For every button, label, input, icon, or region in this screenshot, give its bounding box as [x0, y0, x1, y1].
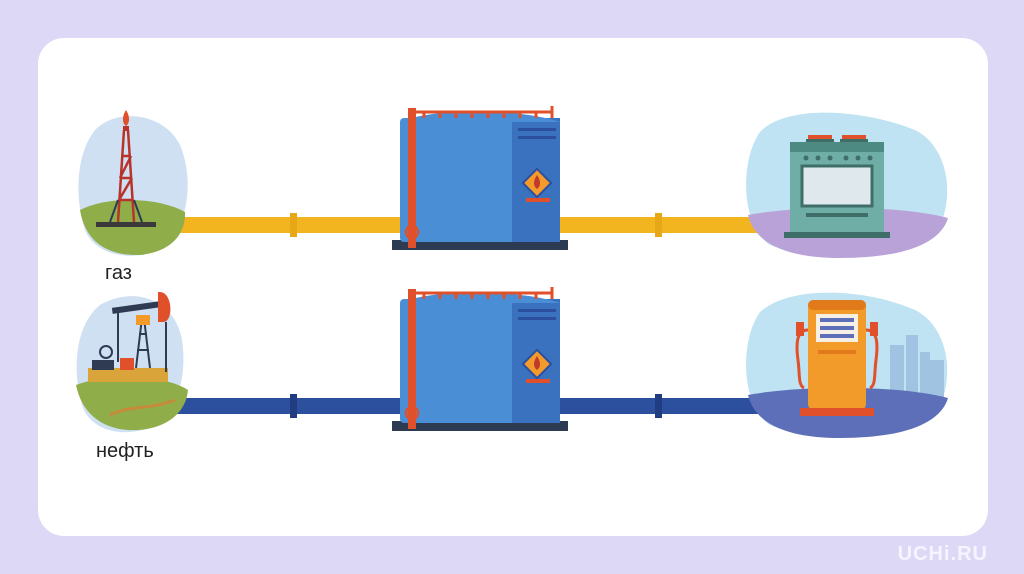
gas-storage-tank	[392, 106, 568, 250]
gas-stove-icon	[746, 112, 948, 258]
oil-pumpjack-icon	[76, 292, 188, 433]
gas-label: газ	[105, 262, 132, 284]
gas-derrick-icon	[78, 110, 188, 256]
flammable-hazard-icon	[521, 348, 553, 380]
brand-logo: UCHi.RU	[897, 543, 988, 565]
oil-label: нефть	[96, 440, 154, 462]
flammable-hazard-icon	[521, 167, 553, 199]
fuel-pump-icon	[746, 292, 948, 438]
oil-storage-tank	[392, 287, 568, 431]
